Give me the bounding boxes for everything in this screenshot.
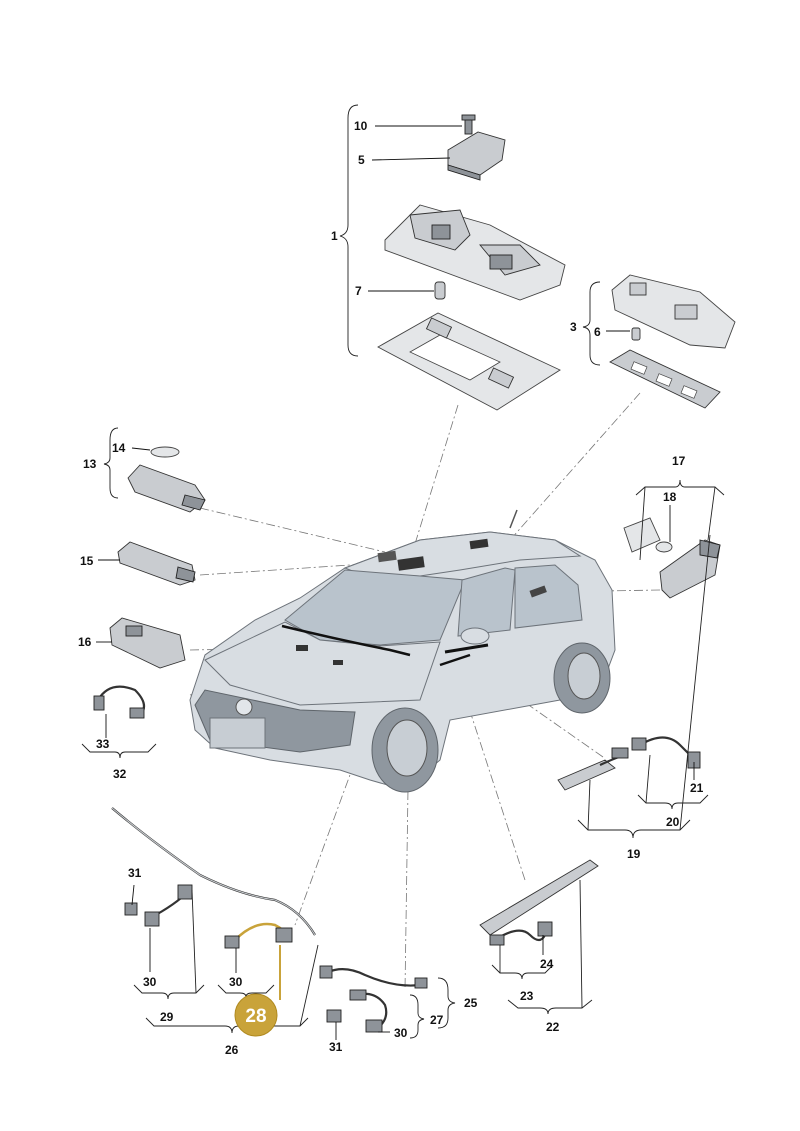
label-29[interactable]: 29 [160,1010,174,1024]
rear-reading-lamp-assembly [609,274,736,409]
label-27[interactable]: 27 [430,1013,444,1027]
label-13[interactable]: 13 [83,457,97,471]
label-15[interactable]: 15 [80,554,94,568]
leader-lines [96,125,695,1040]
label-3[interactable]: 3 [570,320,577,334]
label-30b[interactable]: 30 [229,975,243,989]
sill-lamp-wiring [479,859,599,946]
label-17[interactable]: 17 [672,454,686,468]
label-24[interactable]: 24 [540,957,554,971]
label-20[interactable]: 20 [666,815,680,829]
part-28-highlight-circle[interactable] [234,993,278,1037]
label-7[interactable]: 7 [355,284,362,298]
label-6[interactable]: 6 [594,325,601,339]
right-lamp-assembly [623,517,721,599]
part-28-label[interactable]: 28 [245,1006,266,1027]
label-22[interactable]: 22 [546,1020,560,1034]
label-26[interactable]: 26 [225,1043,239,1057]
label-31b[interactable]: 31 [329,1040,343,1054]
label-5[interactable]: 5 [358,153,365,167]
label-25[interactable]: 25 [464,996,478,1010]
vehicle-illustration [189,509,616,793]
center-console-wiring [319,965,428,1033]
label-18[interactable]: 18 [663,490,677,504]
brackets [81,104,725,1039]
label-30c[interactable]: 30 [394,1026,408,1040]
label-33[interactable]: 33 [96,737,110,751]
label-16[interactable]: 16 [78,635,92,649]
label-1[interactable]: 1 [331,229,338,243]
left-lamps [93,446,206,719]
label-19[interactable]: 19 [627,847,641,861]
label-21[interactable]: 21 [690,781,704,795]
right-door-wiring [557,736,701,791]
part-28-callout[interactable]: 28 [234,945,281,1037]
label-10[interactable]: 10 [354,119,368,133]
label-30a[interactable]: 30 [143,975,157,989]
label-32[interactable]: 32 [113,767,127,781]
part-labels: 10 5 1 7 3 6 14 13 17 18 15 16 33 32 21 … [78,119,704,1057]
label-31a[interactable]: 31 [128,866,142,880]
label-23[interactable]: 23 [520,989,534,1003]
dashboard-wiring-harness [111,807,316,949]
label-14[interactable]: 14 [112,441,126,455]
overhead-console-assembly [377,114,566,411]
